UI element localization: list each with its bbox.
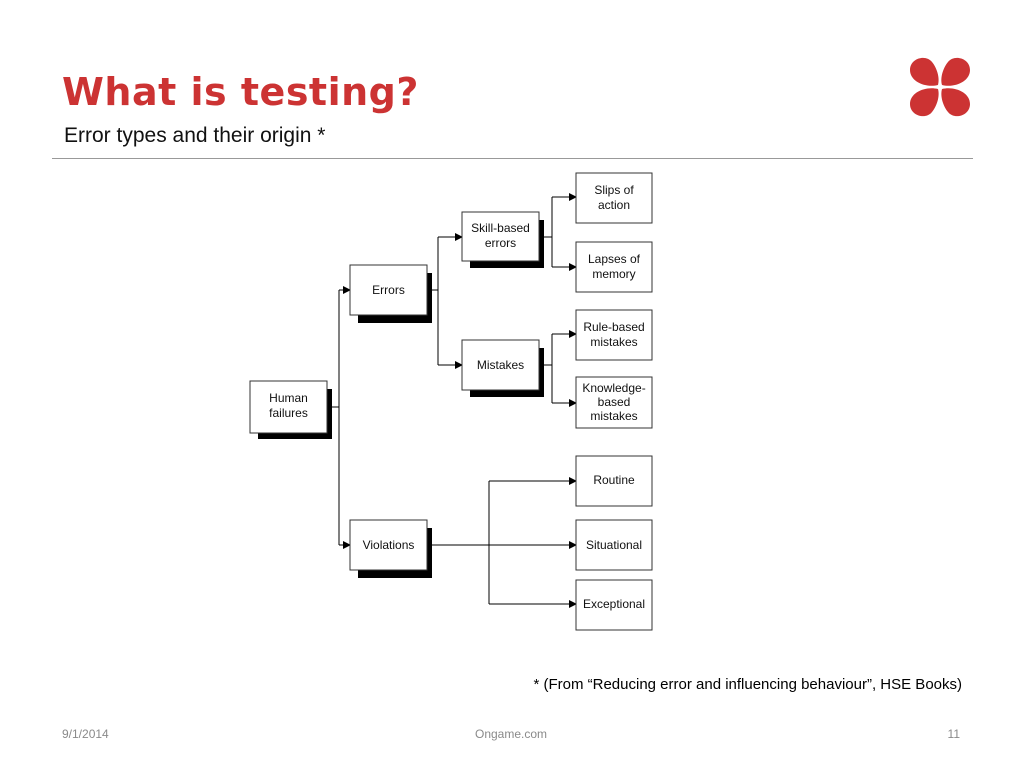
node-human-failures: Human failures [249,380,332,439]
node-line: Slips of [594,183,634,197]
node-mistakes: Mistakes [461,339,544,397]
node-line: mistakes [590,409,637,423]
node-line: Rule-based [583,320,644,334]
node-exceptional: Exceptional [575,579,653,631]
node-routine: Routine [575,455,653,507]
connectors [330,193,577,608]
node-line: Lapses of [588,252,641,266]
node-skill-based-errors: Skill-based errors [461,211,544,268]
node-line: errors [485,236,516,250]
footer-page-number: 11 [947,727,960,741]
slide-subtitle: Error types and their origin * [64,124,326,147]
node-knowledge-based-mistakes: Knowledge- based mistakes [575,376,653,429]
node-line: Exceptional [583,597,645,611]
node-line: failures [269,406,308,420]
four-petal-clover-icon [910,57,970,117]
slide-title: What is testing? [62,70,419,114]
node-line: Mistakes [477,358,524,372]
node-line: Violations [363,538,415,552]
node-line: Human [269,391,308,405]
node-line: Situational [586,538,642,552]
node-situational: Situational [575,519,653,571]
node-line: Skill-based [471,221,530,235]
footer-date: 9/1/2014 [62,727,109,741]
title-divider [52,158,973,159]
node-rule-based-mistakes: Rule-based mistakes [575,309,653,361]
node-line: based [598,395,631,409]
node-line: action [598,198,630,212]
node-line: memory [592,267,635,281]
footer-site: Ongame.com [475,727,548,741]
node-violations: Violations [349,519,432,578]
node-errors: Errors [349,264,432,323]
node-line: Routine [593,473,635,487]
node-line: Knowledge- [582,381,645,395]
source-footnote: * (From “Reducing error and influencing … [533,676,962,693]
node-line: mistakes [590,335,637,349]
node-slips-of-action: Slips of action [575,172,653,224]
node-line: Errors [372,283,405,297]
node-lapses-of-memory: Lapses of memory [575,241,653,293]
